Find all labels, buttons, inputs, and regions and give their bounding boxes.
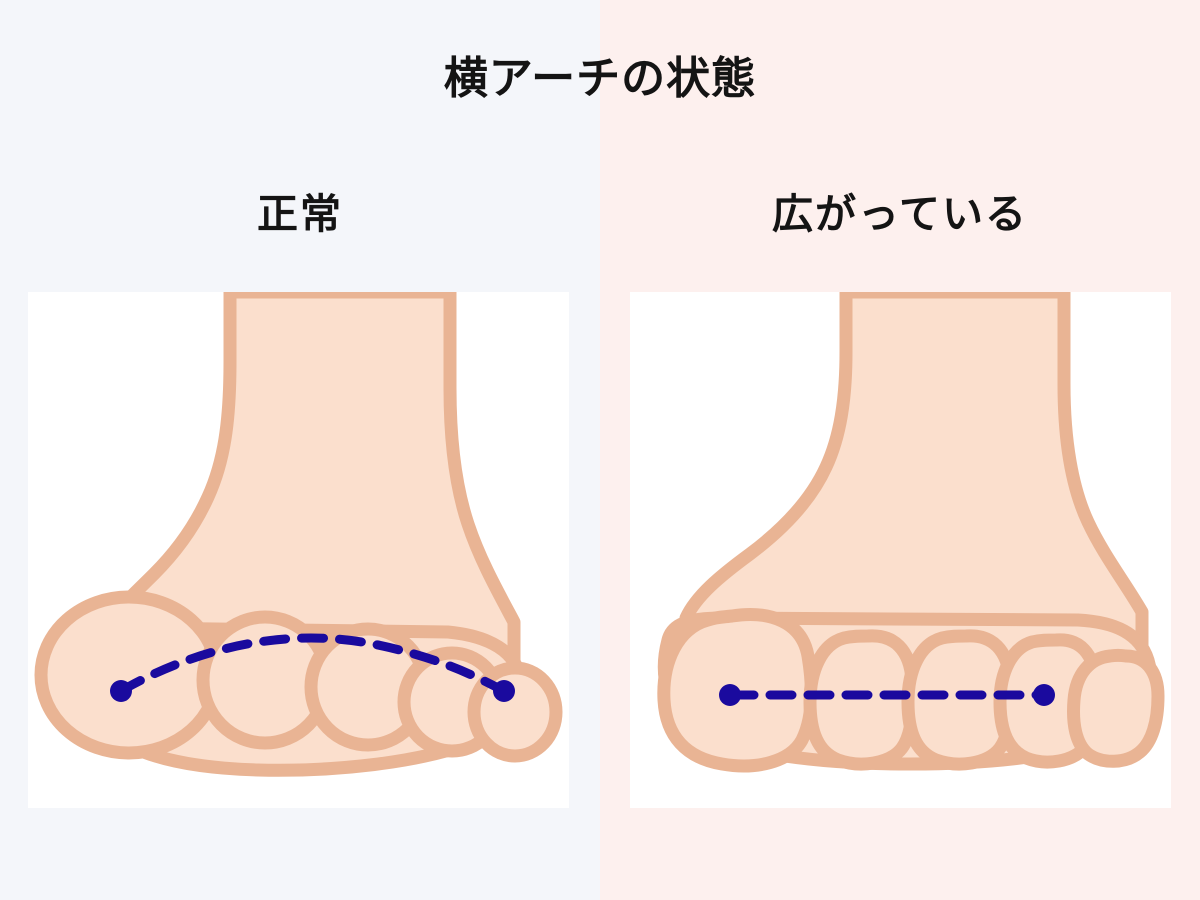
toe-1-big [34,590,224,760]
foot-illustration-spread [657,292,1165,773]
panel-spread: 広がっている [600,0,1200,900]
foot-shape-normal [34,292,563,777]
illustration-card-normal [28,292,569,808]
panel-label-spread: 広がっている [772,191,1028,237]
arch-endpoint-left [110,680,132,702]
foot-shape-spread [657,292,1165,773]
foot-illustration-normal [34,292,563,777]
arch-dashed-curve [116,633,507,696]
arch-endpoint-right [493,680,515,702]
arch-indicator-spread [719,684,1055,706]
panel-normal: 正常 [28,191,569,808]
toe-2 [803,629,920,771]
arch-indicator-normal [110,633,515,702]
toe-5-little [1067,648,1165,768]
arch-endpoint-left [719,684,741,706]
panel-label-normal: 正常 [257,191,343,237]
page-title: 横アーチの状態 [443,54,757,103]
illustration-card-spread [630,292,1171,808]
arch-endpoint-right [1033,684,1055,706]
